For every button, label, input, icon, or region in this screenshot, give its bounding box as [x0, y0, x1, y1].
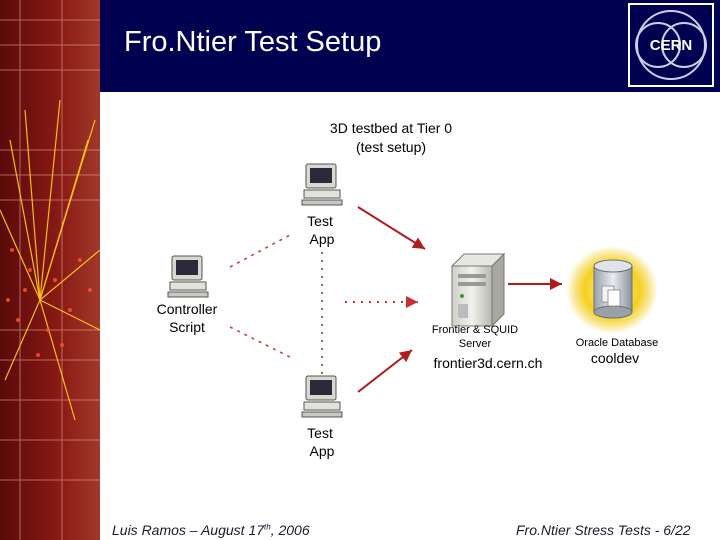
bottom-app-label-line1: Test	[290, 425, 350, 441]
footer-page-number: Fro.Ntier Stress Tests - 6/22	[516, 522, 691, 538]
diagram: 3D testbed at Tier 0 (test setup) Test A…	[100, 92, 720, 512]
svg-text:CERN: CERN	[650, 37, 693, 54]
footer-author: Luis Ramos – August 17th, 2006	[112, 522, 310, 538]
server-hostname: frontier3d.cern.ch	[418, 355, 558, 371]
server-label-line2: Server	[420, 338, 530, 351]
footer-date-suffix: th	[264, 522, 271, 531]
cern-logo: CERN	[628, 3, 714, 87]
particle-event-image	[0, 0, 100, 540]
database-name: cooldev	[570, 350, 660, 366]
computer-icon-bottom-app	[302, 376, 342, 417]
controller-label-line1: Controller	[142, 301, 232, 317]
database-icon	[566, 246, 658, 334]
server-icon	[452, 254, 504, 326]
footer-author-text: Luis Ramos – August 17	[112, 522, 264, 538]
bottom-app-label-line2: App	[292, 443, 352, 459]
testbed-subtitle: (test setup)	[316, 139, 466, 155]
computer-icon-top-app	[302, 164, 342, 205]
controller-label-line2: Script	[142, 319, 232, 335]
arrow-bottom-app-to-server	[358, 350, 412, 392]
footer-year: , 2006	[271, 522, 310, 538]
top-app-label-line2: App	[292, 231, 352, 247]
slide-title: Fro.Ntier Test Setup	[124, 26, 381, 59]
testbed-title: 3D testbed at Tier 0	[316, 120, 466, 136]
controller-to-apps-links	[230, 235, 290, 357]
server-label-line1: Frontier & SQUID	[420, 324, 530, 337]
title-bar: Fro.Ntier Test Setup	[100, 0, 720, 92]
arrow-top-app-to-server	[358, 207, 425, 249]
computer-icon-controller	[168, 256, 208, 297]
database-label: Oracle Database	[562, 337, 672, 350]
top-app-label-line1: Test	[290, 213, 350, 229]
